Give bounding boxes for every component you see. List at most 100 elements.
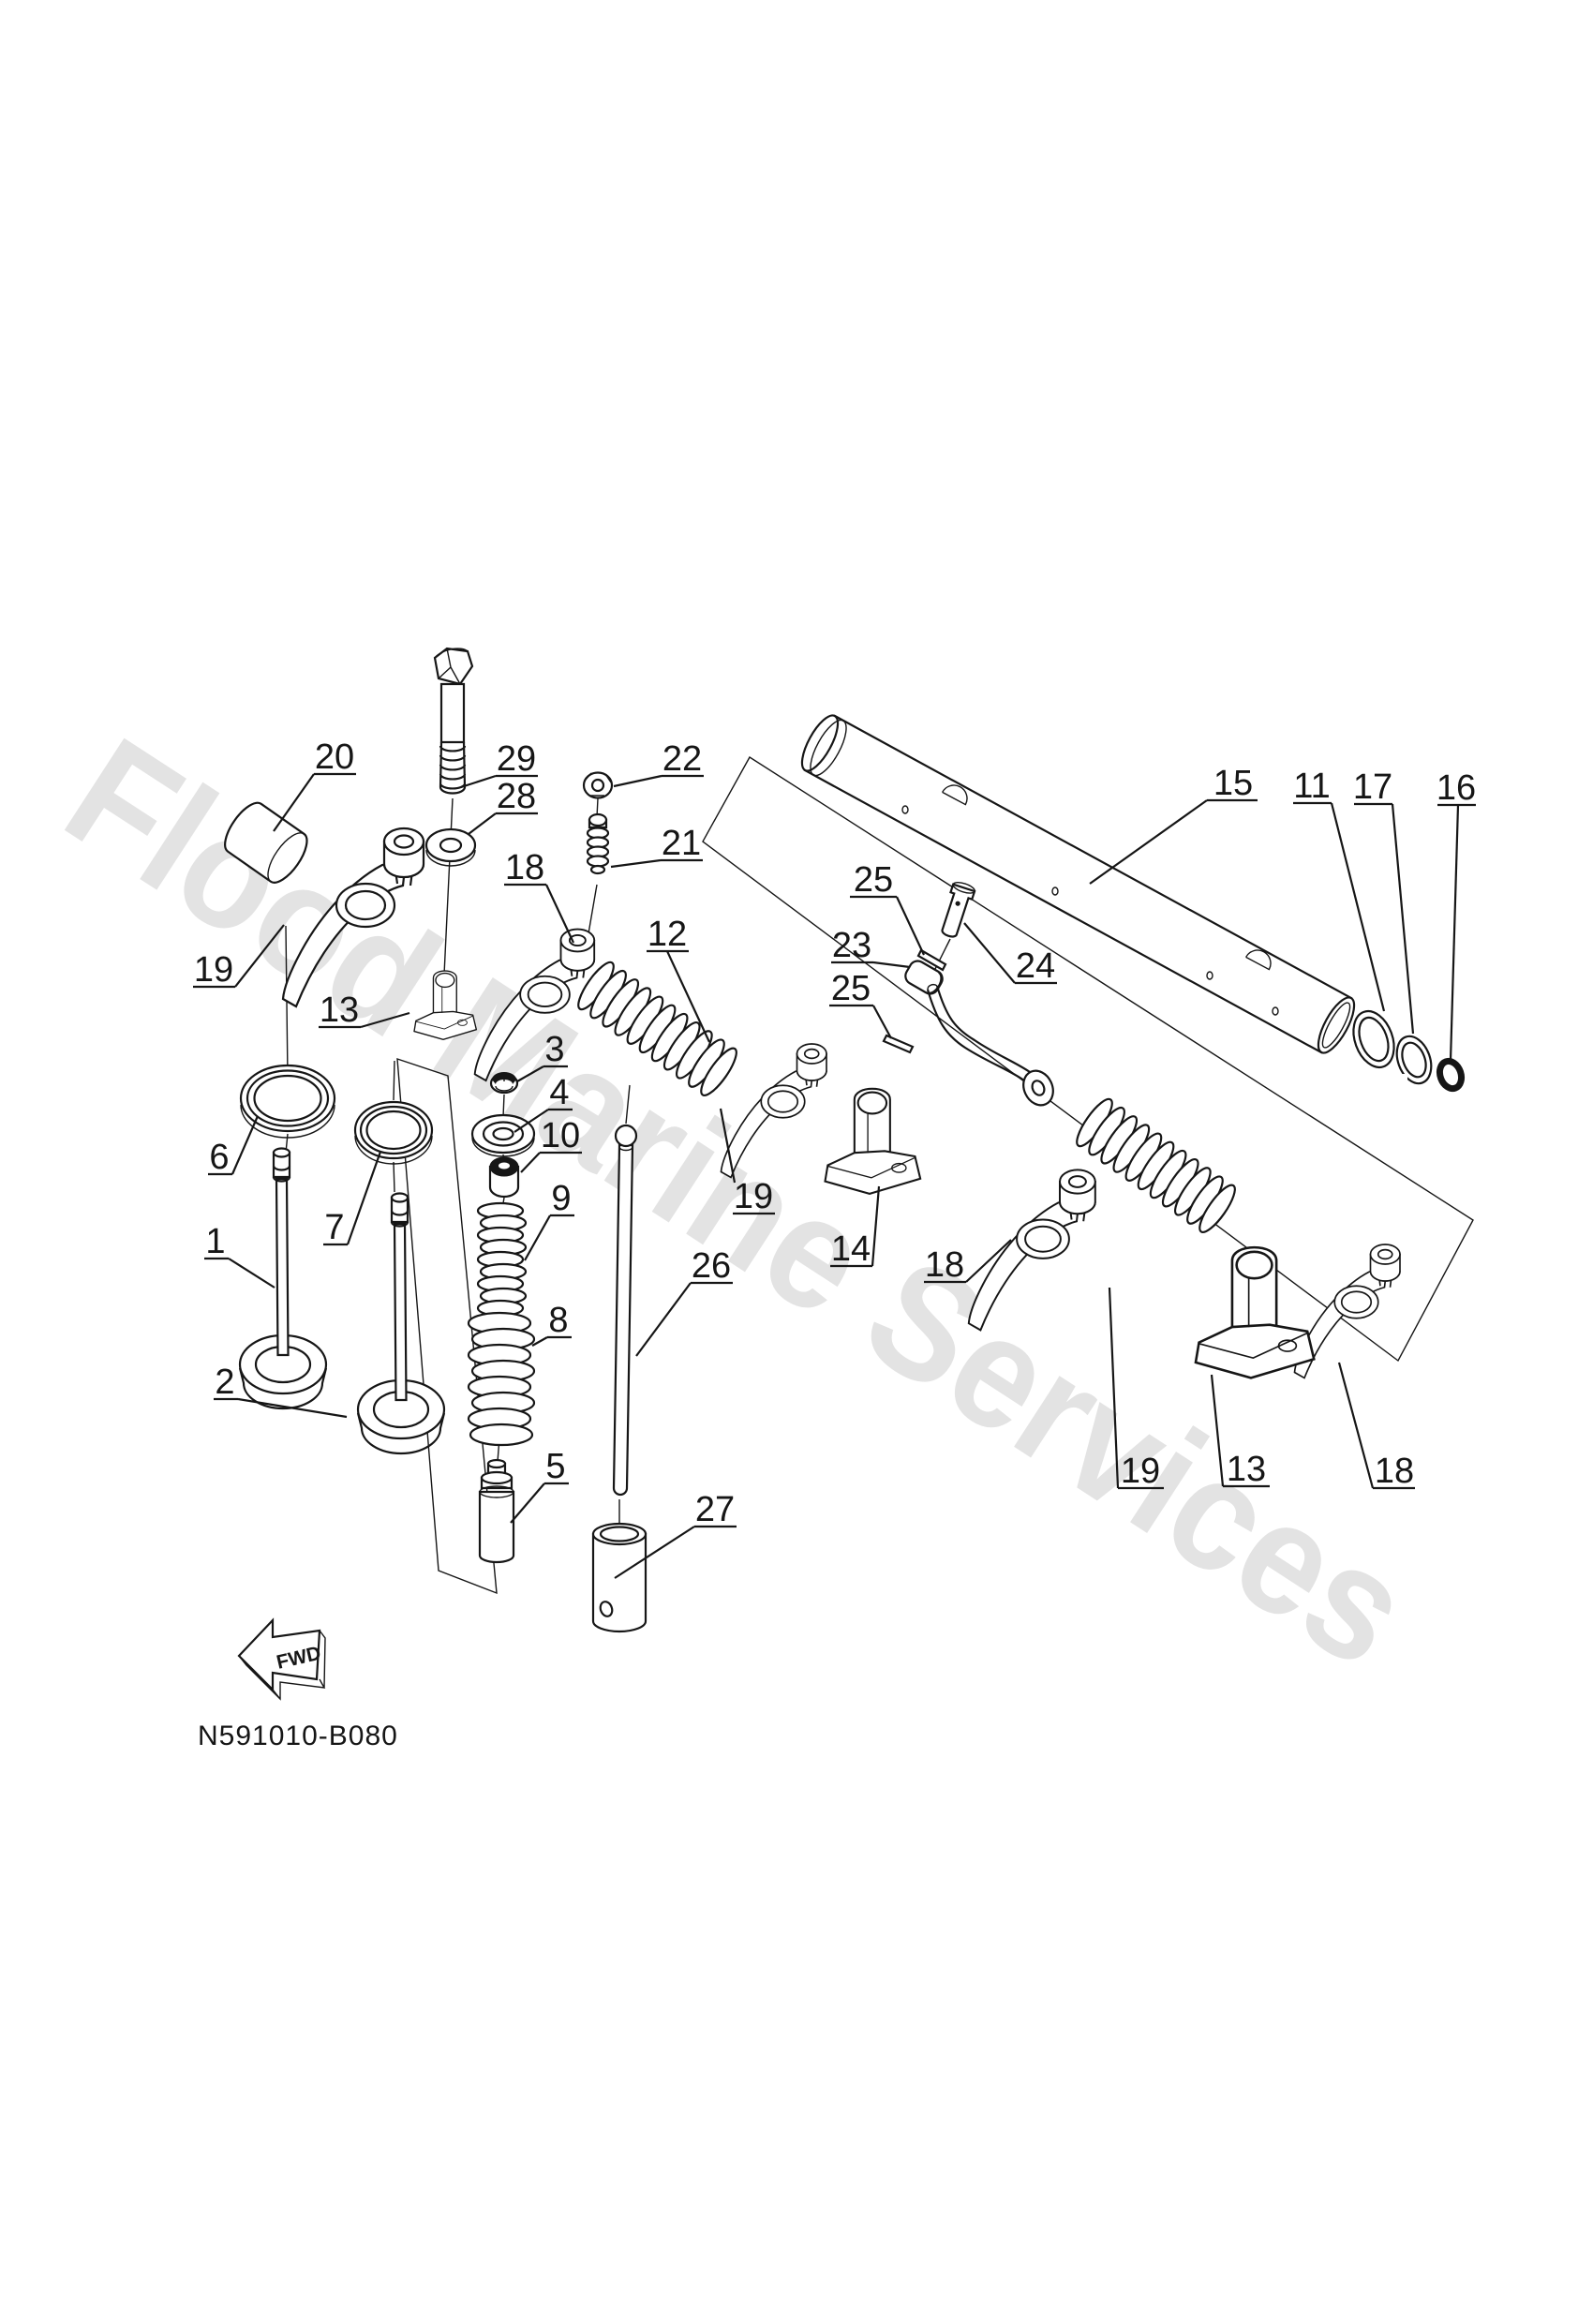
part-number-label: 3 xyxy=(544,1030,564,1069)
fwd-direction-arrow: FWD xyxy=(237,1617,326,1701)
callout-leader-line xyxy=(360,1011,410,1029)
part-number-label: 12 xyxy=(648,915,687,954)
valve-1 xyxy=(238,1147,328,1410)
callout-14: 14 xyxy=(830,1185,881,1269)
callout-leader-line xyxy=(273,773,315,832)
callout-29: 29 xyxy=(460,739,538,789)
part-number-label: 24 xyxy=(1016,946,1055,986)
part-number-label: 7 xyxy=(324,1208,344,1247)
callout-leader-line xyxy=(1108,1287,1120,1489)
spring-seat-washer xyxy=(470,1113,536,1157)
callout-leader-line xyxy=(520,1152,541,1173)
valve-lifter xyxy=(591,1522,648,1633)
callout-leader-line xyxy=(896,896,925,956)
bolt-washer xyxy=(424,827,477,867)
callout-7: 7 xyxy=(323,1151,382,1247)
part-number-label: 17 xyxy=(1353,767,1392,807)
part-number-label: 25 xyxy=(854,860,893,900)
valve-cotters xyxy=(489,1072,519,1095)
part-number-label: 16 xyxy=(1437,768,1476,808)
callout-2: 2 xyxy=(214,1363,348,1419)
part-number-label: 5 xyxy=(545,1447,565,1486)
adjusting-screw xyxy=(586,812,610,875)
part-number-label: 6 xyxy=(209,1138,229,1177)
part-number-label: 26 xyxy=(692,1246,731,1286)
callout-25: 25 xyxy=(829,969,892,1039)
callout-20: 20 xyxy=(273,737,356,832)
callout-leader-line xyxy=(510,1482,545,1524)
part-number-label: 21 xyxy=(662,824,701,863)
callout-19: 19 xyxy=(719,1108,775,1216)
part-number-label: 19 xyxy=(734,1177,773,1216)
callout-25: 25 xyxy=(850,860,925,956)
rocker-support-4 xyxy=(1194,1245,1316,1379)
dowel-pin-lower xyxy=(882,1034,915,1054)
callout-leader-line xyxy=(963,922,1016,984)
part-number-label: 28 xyxy=(497,777,536,816)
part-number-label: 19 xyxy=(1121,1452,1160,1491)
part-number-label: 14 xyxy=(831,1229,871,1269)
part-number-label: 13 xyxy=(320,991,359,1030)
callout-leader-line xyxy=(514,1109,549,1133)
part-number-label: 10 xyxy=(541,1116,580,1155)
callout-leader-line xyxy=(234,924,285,988)
part-number-label: 22 xyxy=(662,739,702,779)
part-number-label: 18 xyxy=(925,1245,964,1285)
callout-18: 18 xyxy=(924,1239,1012,1285)
part-number-label: 18 xyxy=(505,848,544,887)
callout-23: 23 xyxy=(831,926,911,969)
callout-1: 1 xyxy=(204,1222,275,1289)
callout-leader-line xyxy=(460,774,497,789)
push-rod xyxy=(612,1124,638,1497)
callout-19: 19 xyxy=(1108,1287,1164,1491)
callout-22: 22 xyxy=(613,739,704,788)
reference-plane-right xyxy=(702,756,1474,1363)
callout-leader-line xyxy=(872,961,911,969)
valve-2 xyxy=(356,1192,446,1455)
callout-16: 16 xyxy=(1437,768,1476,1062)
callout-leader-line xyxy=(237,1397,348,1419)
sleeve xyxy=(904,960,944,995)
callout-leader-line xyxy=(1391,803,1415,1035)
spring-seat-ring-1 xyxy=(239,1064,336,1139)
fwd-label: FWD xyxy=(275,1643,323,1674)
part-number-label: 27 xyxy=(695,1490,735,1529)
part-number-label: 13 xyxy=(1227,1450,1266,1489)
callout-leader-line xyxy=(719,1108,737,1184)
callout-17: 17 xyxy=(1353,767,1415,1035)
pivot-bolt xyxy=(433,647,474,795)
rocker-support-3 xyxy=(824,1087,922,1195)
part-number-label: 20 xyxy=(315,737,354,777)
spring-seat-ring-2 xyxy=(353,1100,434,1165)
callout-leader-line xyxy=(1449,804,1460,1062)
callout-leader-line xyxy=(1330,802,1386,1012)
part-number-label: 15 xyxy=(1213,764,1253,803)
callout-27: 27 xyxy=(614,1490,737,1579)
callout-leader-line xyxy=(228,1258,275,1289)
shaft-circlip xyxy=(1395,1035,1433,1085)
callout-10: 10 xyxy=(520,1116,582,1173)
rocker-shaft xyxy=(800,714,1356,1054)
callout-15: 15 xyxy=(1089,764,1258,885)
callout-13: 13 xyxy=(1210,1374,1270,1489)
callout-leader-line xyxy=(871,1185,881,1267)
spring-retainer xyxy=(488,1156,520,1199)
inner-valve-spring xyxy=(476,1201,528,1318)
valve-cap xyxy=(224,801,308,884)
valve-guide xyxy=(478,1458,515,1564)
callout-leader-line xyxy=(666,950,710,1043)
outer-valve-spring xyxy=(467,1311,536,1447)
callout-28: 28 xyxy=(468,777,538,835)
part-number-label: 23 xyxy=(832,926,871,965)
callout-leader-line xyxy=(1337,1362,1375,1489)
part-number-label: 8 xyxy=(548,1301,568,1340)
part-number-label: 29 xyxy=(497,739,536,779)
part-number-label: 25 xyxy=(831,969,871,1008)
callout-leader-line xyxy=(1089,799,1208,885)
part-number-label: 9 xyxy=(551,1179,571,1218)
callout-leader-line xyxy=(1210,1374,1225,1487)
callout-21: 21 xyxy=(610,824,703,869)
